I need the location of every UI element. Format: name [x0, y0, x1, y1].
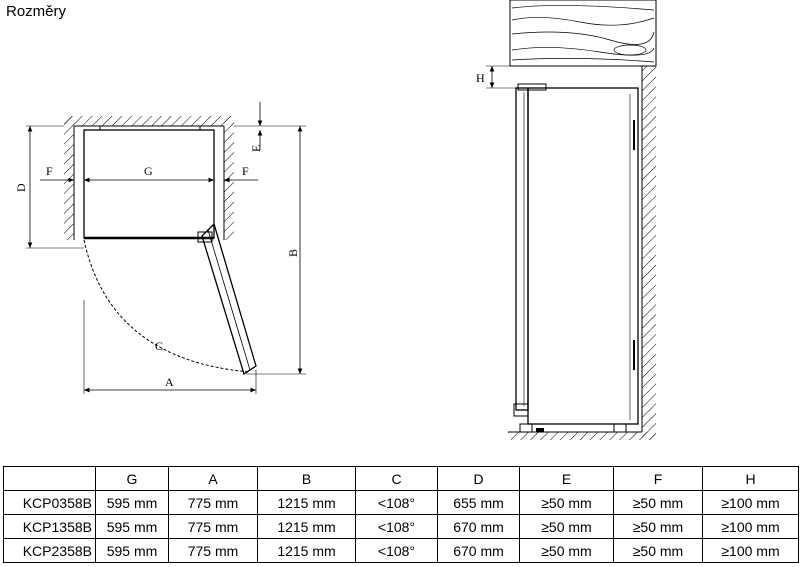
- label-g: G: [144, 164, 153, 178]
- label-d: D: [14, 183, 28, 192]
- table-cell: 775 mm: [168, 538, 258, 563]
- dimensions-table: G A B C D E F H KCP0358B 595 mm 775 mm 1…: [3, 466, 799, 563]
- left-wall: [64, 116, 74, 240]
- table-cell: ≥100 mm: [702, 490, 799, 515]
- table-row: KCP0358B 595 mm 775 mm 1215 mm <108° 655…: [3, 490, 799, 515]
- table-cell: 595 mm: [95, 490, 169, 515]
- table-cell: 670 mm: [437, 538, 520, 563]
- table-cell: <108°: [355, 490, 438, 515]
- back-wall: [64, 116, 234, 126]
- table-row: KCP1358B 595 mm 775 mm 1215 mm <108° 670…: [3, 514, 799, 539]
- table-cell: 595 mm: [95, 514, 169, 539]
- table-cell: ≥50 mm: [613, 490, 703, 515]
- label-f-left: F: [46, 164, 53, 178]
- floor: [508, 432, 656, 440]
- table-cell: 595 mm: [95, 538, 169, 563]
- table-cell: <108°: [355, 538, 438, 563]
- dimension-drawing: D F G F E B C A: [14, 0, 657, 440]
- side-view: H: [476, 0, 657, 440]
- table-cell: 1215 mm: [257, 514, 356, 539]
- header-cell: D: [437, 466, 520, 491]
- table-cell: ≥50 mm: [519, 514, 614, 539]
- table-cell: ≥50 mm: [613, 514, 703, 539]
- label-c: C: [155, 339, 163, 353]
- header-cell: B: [257, 466, 356, 491]
- table-row: KCP2358B 595 mm 775 mm 1215 mm <108° 670…: [3, 538, 799, 563]
- table-header-row: G A B C D E F H: [3, 466, 799, 491]
- table-cell: ≥100 mm: [702, 514, 799, 539]
- model-cell: KCP1358B: [3, 514, 96, 539]
- door-swing-arc: [83, 239, 251, 373]
- label-e: E: [249, 145, 263, 152]
- label-f-right: F: [242, 164, 249, 178]
- table-cell: 670 mm: [437, 514, 520, 539]
- open-door: [201, 222, 257, 376]
- page-title: Rozměry: [6, 3, 67, 20]
- right-wall: [224, 116, 234, 240]
- appliance-side: [527, 87, 639, 425]
- table-cell: 775 mm: [168, 514, 258, 539]
- appliance-body: [83, 129, 215, 239]
- side-wall: [642, 66, 656, 440]
- header-cell: A: [168, 466, 258, 491]
- label-h: H: [476, 71, 485, 85]
- header-cell: E: [519, 466, 614, 491]
- header-cell: H: [702, 466, 799, 491]
- header-cell: G: [95, 466, 169, 491]
- table-cell: 655 mm: [437, 490, 520, 515]
- table-cell: ≥100 mm: [702, 538, 799, 563]
- model-cell: KCP2358B: [3, 538, 96, 563]
- table-cell: ≥50 mm: [519, 538, 614, 563]
- header-cell: [3, 466, 96, 491]
- table-cell: 1215 mm: [257, 490, 356, 515]
- table-cell: <108°: [355, 514, 438, 539]
- label-b: B: [286, 249, 300, 257]
- table-cell: 775 mm: [168, 490, 258, 515]
- table-cell: ≥50 mm: [519, 490, 614, 515]
- model-cell: KCP0358B: [3, 490, 96, 515]
- worktop: [509, 0, 657, 67]
- table-cell: 1215 mm: [257, 538, 356, 563]
- top-view: D F G F E B C A: [14, 102, 306, 394]
- header-cell: C: [355, 466, 438, 491]
- label-a: A: [165, 375, 174, 389]
- table-cell: ≥50 mm: [613, 538, 703, 563]
- header-cell: F: [613, 466, 703, 491]
